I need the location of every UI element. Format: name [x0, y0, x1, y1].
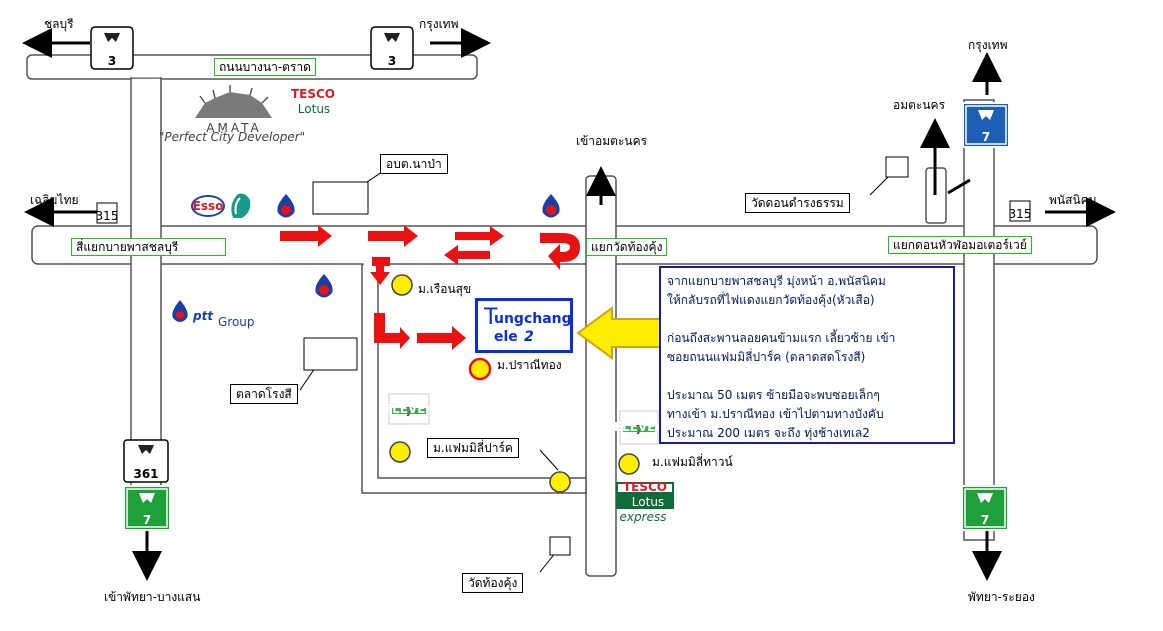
tesco-lotus-logo: TESCO Lotus: [287, 86, 341, 116]
junction-label-bypass: สี่แยกบายพาสชลบุรี: [71, 238, 226, 256]
route-number-315: 315: [1009, 207, 1032, 221]
dir-label-to-pattaya-bangsaen: เข้าพัทยา-บางแสน: [104, 590, 201, 604]
route-shield-3-left: 3: [90, 26, 134, 70]
road-motorway: [963, 99, 995, 541]
ptt-group-logo: ptt Group: [172, 300, 255, 329]
amata-tagline: "Perfect City Developer": [159, 130, 305, 144]
logo-text-2: 2: [524, 329, 534, 345]
route-number-315: 315: [96, 209, 119, 223]
info-line: ก่อนถึงสะพานลอยคนข้ามแรก เลี้ยวซ้าย เข้า: [667, 331, 896, 345]
junction-label-wat-thong-khung: แยกวัดท้องคุ้ง: [586, 238, 668, 256]
route-shield-315-right: 315: [1009, 200, 1032, 222]
village-dot-junction: [549, 471, 571, 493]
village-dot-ruen-suk: [391, 274, 413, 296]
ptt-text: ptt: [192, 309, 214, 323]
info-line: จากแยกบายพาสชลบุรี มุ่งหน้า อ.พนัสนิคม: [667, 274, 886, 288]
dir-label-pattaya-rayong: พัทยา-ระยอง: [968, 590, 1035, 604]
dir-label-chonburi: ชลบุรี: [44, 17, 74, 31]
callout-box-napa: [312, 181, 369, 215]
info-line: ทางเข้า ม.ปราณีทอง เข้าไปตามทางบังคับ: [667, 407, 884, 421]
amata-logo: AMATA "Perfect City Developer": [159, 85, 305, 144]
dir-label-chaloem-thai: เฉลิมไทย: [30, 193, 79, 207]
amata-text: AMATA: [206, 121, 261, 135]
route-arrow: [374, 313, 410, 349]
dir-label-amata-nakorn: อมตะนคร: [893, 98, 946, 112]
seven-eleven-logo: 7 ELEVEn: [614, 410, 664, 445]
route-arrow: [455, 226, 504, 246]
esso-logo: Esso: [191, 195, 225, 217]
tesco-lotus-express-logo: TESCO Lotus express: [616, 480, 674, 524]
dir-label-to-amata: เข้าอมตะนคร: [576, 134, 648, 148]
village-label-ruen-suk: ม.เรือนสุข: [418, 282, 472, 296]
route-number-7: 7: [981, 513, 989, 527]
callout-box-wat-don: [885, 156, 909, 178]
lotus-text: Lotus: [298, 102, 330, 116]
route-shield-7-top: 7: [962, 102, 1010, 148]
landmark-label-napa: อบต.นาป่า: [380, 154, 448, 174]
petronas-logo: [231, 193, 251, 218]
route-number-361: 361: [133, 467, 158, 481]
ptt-drop-icon: [315, 274, 333, 298]
express-text: express: [620, 510, 667, 524]
callout-box-market: [303, 337, 358, 371]
ptt-drop-icon: [277, 194, 295, 218]
dir-label-bangkok: กรุงเทพ: [419, 17, 459, 31]
route-arrow: [370, 257, 390, 285]
direction-arrows: [21, 28, 1116, 581]
route-shield-3-right: 3: [370, 26, 414, 70]
dir-label-phanat-nikhom: พนัสนิคม: [1049, 193, 1097, 207]
village-dots: [389, 274, 640, 493]
route-arrow: [444, 245, 490, 265]
route-shield-7-bottom-left: 7: [123, 485, 171, 531]
road-label-bangna-trat: ถนนบางนา-ตราด: [214, 58, 316, 76]
route-shield-315-left: 315: [96, 202, 119, 224]
ptt-group-text: Group: [218, 315, 255, 329]
route-number-3: 3: [108, 54, 116, 68]
info-line: ให้กลับรถที่ไฟแดงแยกวัดท้องคุ้ง(หัวเสือ): [667, 293, 875, 307]
info-line: ประมาณ 200 เมตร จะถึง ทุ่งช้างเทเล2: [667, 426, 870, 440]
roads: [26, 54, 1098, 577]
route-number-3: 3: [388, 54, 396, 68]
route-number-7: 7: [982, 130, 990, 144]
village-dot-family-town: [618, 453, 640, 475]
route-shield-7-bottom-right: 7: [961, 485, 1009, 531]
ptt-drop-icon: [542, 194, 560, 218]
info-line: ประมาณ 50 เมตร ซ้ายมือจะพบซอยเล็กๆ: [667, 388, 880, 402]
route-arrow: [280, 225, 332, 247]
landmark-label-market: ตลาดโรงสี: [230, 384, 298, 404]
route-arrow: [368, 225, 418, 247]
target-arrow: [576, 306, 661, 360]
route-number-7: 7: [143, 513, 151, 527]
village-dot-pranee-thong: [468, 357, 492, 381]
village-label-family-town: ม.แฟมมิลี่ทาวน์: [652, 455, 733, 469]
esso-text: Esso: [193, 199, 224, 213]
village-label-pranee-thong: ม.ปราณีทอง: [497, 358, 562, 372]
eleven-text: ELEVEn: [614, 420, 664, 434]
tungchang-tele2-logo: T ungchang ele 2: [475, 298, 573, 353]
village-dot-family-park: [389, 441, 411, 463]
seven-eleven-logo: 7 ELEVEn: [384, 393, 434, 425]
junction-label-motorway: แยกดอนหัวฬ่อมอเตอร์เวย์: [888, 236, 1032, 254]
route-arrows: [280, 225, 580, 350]
callout-box-wat-thong: [549, 536, 571, 556]
tesco-text: TESCO: [291, 87, 335, 101]
logo-text-ungchang: ungchang: [494, 311, 572, 327]
info-line: ซอยถนนแฟมมิลี่ปาร์ค (ตลาดสดโรงสี): [667, 350, 866, 364]
route-shield-361: 361: [123, 439, 169, 483]
landmark-label-wat-thong-khung: วัดท้องคุ้ง: [462, 573, 524, 593]
landmark-label-family-park: ม.แฟมมิลี่ปาร์ค: [427, 438, 519, 458]
landmark-label-wat-don: วัดดอนดำรงธรรม: [745, 193, 850, 213]
eleven-text: ELEVEn: [384, 402, 434, 416]
route-uturn-arrow: [540, 233, 580, 270]
ptt-drop-icons: [277, 194, 560, 298]
dir-label-bangkok: กรุงเทพ: [968, 38, 1008, 52]
route-arrow: [417, 326, 466, 350]
logo-text-ele: ele: [494, 329, 518, 345]
lotus-text: Lotus: [632, 495, 664, 509]
tesco-text: TESCO: [623, 480, 667, 494]
directions-info-box: จากแยกบายพาสชลบุรี มุ่งหน้า อ.พนัสนิคม ใ…: [659, 266, 955, 444]
